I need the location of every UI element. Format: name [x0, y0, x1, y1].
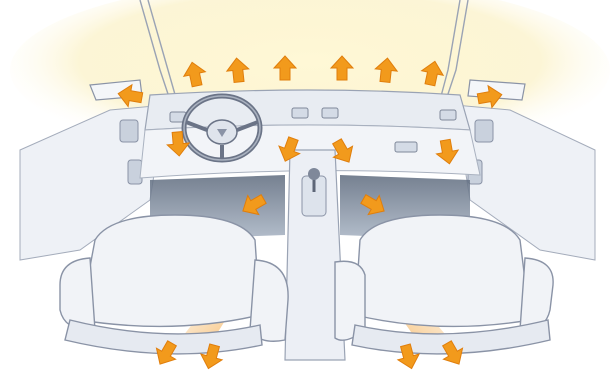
- car-interior-airflow-illustration: [0, 0, 613, 373]
